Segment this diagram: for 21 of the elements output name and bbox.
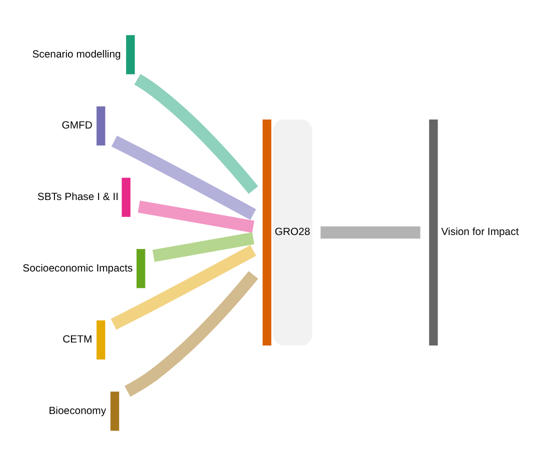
node-box — [126, 35, 135, 74]
connector — [112, 136, 256, 220]
connector — [152, 232, 254, 262]
connector — [320, 226, 420, 239]
connector — [124, 271, 258, 397]
node-box — [96, 106, 106, 146]
node-label: Scenario modelling — [32, 49, 121, 60]
connector — [110, 245, 256, 330]
node-box — [136, 249, 146, 288]
connector — [138, 200, 254, 233]
node-label: SBTs Phase I & II — [37, 192, 119, 203]
node-label: CETM — [62, 334, 92, 346]
node-box — [110, 392, 120, 431]
node-label: GMFD — [62, 120, 92, 132]
node-box — [122, 178, 130, 217]
node-label: Bioeconomy — [48, 406, 106, 417]
node-label: Socioeconomic Impacts — [22, 263, 133, 274]
node-label: Vision for Impact — [441, 227, 519, 238]
node-box — [429, 119, 438, 346]
node-box — [96, 320, 106, 360]
connector — [134, 74, 258, 194]
